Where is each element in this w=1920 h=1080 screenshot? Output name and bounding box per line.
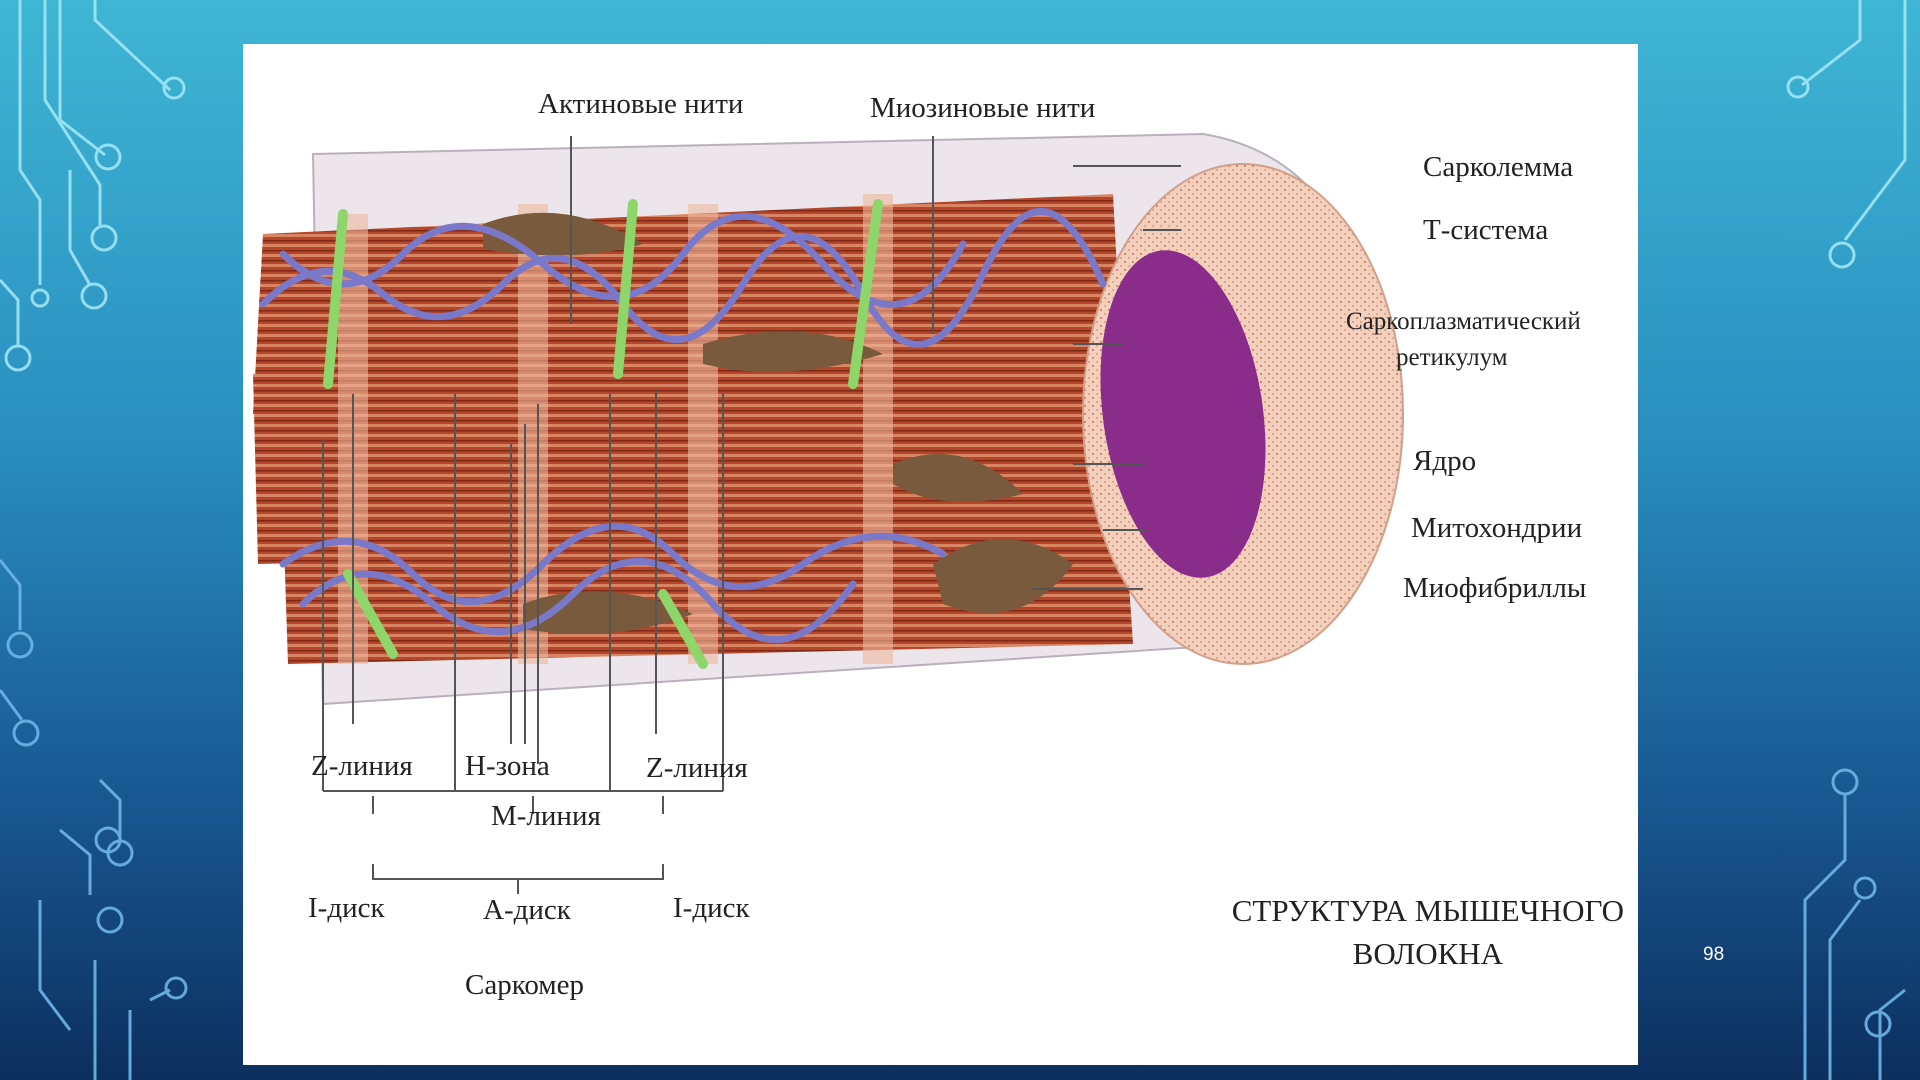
- sarcomere-label: Саркомер: [465, 969, 585, 1001]
- circuit-decoration-left: [0, 0, 188, 1080]
- circuit-decoration-right: [1786, 0, 1907, 1080]
- diagram-title-line1: СТРУКТУРА МЫШЕЧНОГО: [1231, 893, 1624, 928]
- mitochondria-label: Митохондрии: [1411, 512, 1583, 544]
- myofibrils-label: Миофибриллы: [1403, 572, 1587, 604]
- nucleus-label: Ядро: [1413, 445, 1477, 477]
- i-disc-right-label: I-диск: [673, 892, 750, 924]
- actin-label: Актиновые нити: [538, 88, 744, 120]
- nucleus-shape: [1100, 250, 1266, 578]
- leader-lines: [322, 136, 1181, 894]
- t-tubules: [323, 199, 883, 669]
- mitochondrion-shape: [893, 454, 1023, 502]
- mitochondrion-shape: [933, 539, 1073, 613]
- i-disc-left-label: I-диск: [308, 892, 385, 924]
- myosin-label: Миозиновые нити: [870, 92, 1096, 124]
- muscle-fiber-diagram: Актиновые нити Миозиновые нити Сарколемм…: [243, 44, 1638, 1065]
- sarcoplasmic-reticulum-label-line2: ретикулум: [1396, 344, 1508, 371]
- diagram-title: СТРУКТУРА МЫШЕЧНОГО ВОЛОКНА: [1232, 889, 1624, 975]
- m-line-label: М-линия: [491, 800, 601, 832]
- a-disc-label: А-диск: [483, 894, 571, 926]
- diagram-title-line2: ВОЛОКНА: [1352, 936, 1504, 971]
- muscle-fiber-illustration: [253, 132, 1404, 894]
- sarcolemma-label: Сарколемма: [1423, 151, 1574, 183]
- z-line-right-label: Z-линия: [646, 752, 748, 784]
- sarcoplasmic-reticulum-label-line1: Саркоплазматический: [1346, 308, 1581, 335]
- page-number: 98: [1703, 944, 1725, 965]
- h-zone-label: Н-зона: [465, 750, 550, 782]
- t-system-label: Т-система: [1423, 214, 1549, 246]
- mitochondrion-shape: [703, 331, 883, 372]
- z-line-left-label: Z-линия: [311, 750, 413, 782]
